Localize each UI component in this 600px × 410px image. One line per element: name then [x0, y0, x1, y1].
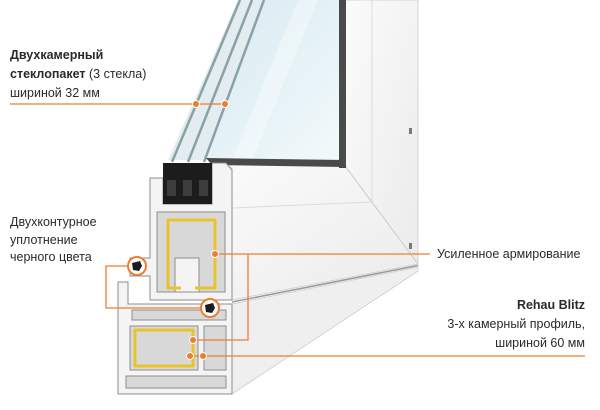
glass-gasket-bottom — [206, 158, 345, 167]
glass-reflection — [232, 0, 318, 160]
glass-unit-title-cont: стеклопакет — [10, 67, 86, 81]
glass-unit-callout: Двухкамерный стеклопакет (3 стекла) шири… — [10, 46, 146, 103]
glass-pane — [186, 0, 254, 163]
spacer-detail — [199, 180, 208, 196]
seal-line2: уплотнение — [10, 232, 78, 247]
frame-chamber-bottom — [125, 375, 227, 389]
hinge-mark — [409, 243, 412, 249]
profile-width-dot — [186, 352, 194, 360]
glass-edge-strip — [168, 0, 266, 160]
seal-callout: Двухконтурное уплотнение черного цвета — [10, 214, 97, 267]
frame-steel-reinforcement — [133, 328, 195, 368]
glass-unit — [168, 0, 346, 168]
frame-chamber-main — [129, 325, 199, 371]
seal-upper — [127, 256, 147, 276]
spacer-detail — [167, 180, 176, 196]
sash-chamber-web — [174, 257, 200, 293]
reinforcement-callout-bracket — [193, 254, 249, 341]
seal-lower — [200, 298, 220, 318]
glass-outer-pane-dot — [192, 100, 200, 108]
glass-pane — [202, 0, 266, 163]
reinforcement-text: Усиленное армирование — [437, 247, 581, 261]
seal-line3: черного цвета — [10, 250, 92, 264]
sash-frame-gap — [231, 264, 419, 303]
window-frame — [211, 0, 419, 395]
profile-callout: Rehau Blitz 3-х камерный профиль, ширино… — [447, 296, 585, 353]
profile-cross-section — [117, 162, 233, 395]
callout-lines — [10, 103, 585, 357]
profile-width-dot — [199, 352, 207, 360]
sash-reinforcement-dot — [211, 250, 219, 258]
profile-chambers: 3-х камерный профиль, — [447, 317, 585, 331]
glass-gasket-right — [339, 0, 346, 168]
glass-unit-title: Двухкамерный — [10, 48, 104, 62]
spacer-detail — [183, 180, 192, 196]
corner-miter-joint — [344, 165, 419, 265]
glazing-bead-edge-horizontal — [231, 201, 373, 209]
glass-inner-pane-dot — [221, 100, 229, 108]
profile-width: шириной 60 мм — [495, 336, 585, 350]
profile-title-line: Rehau Blitz — [447, 296, 585, 315]
glass-unit-line2: стеклопакет (3 стекла) — [10, 65, 146, 84]
sash-steel-reinforcement — [166, 218, 217, 290]
frame-chamber-top — [131, 309, 227, 321]
seal-lower-profile — [205, 303, 215, 313]
reinforcement-callout: Усиленное армирование — [437, 245, 580, 263]
glass-unit-width: шириной 32 мм — [10, 86, 100, 100]
frame-reinforcement-dot — [189, 336, 197, 344]
glass-unit-line1: Двухкамерный — [10, 46, 146, 65]
seal-line1: Двухконтурное — [10, 215, 97, 229]
frame-chamber-right — [203, 325, 227, 371]
hinge-mark — [409, 128, 412, 134]
glass-surface — [204, 0, 340, 160]
profile-title: Rehau Blitz — [516, 298, 585, 312]
seal-upper-profile — [132, 261, 142, 271]
callout-dots — [186, 100, 229, 360]
seal-callout-bracket — [105, 265, 201, 309]
glass-unit-note: (3 стекла) — [85, 67, 147, 81]
glass-pane — [170, 0, 242, 163]
